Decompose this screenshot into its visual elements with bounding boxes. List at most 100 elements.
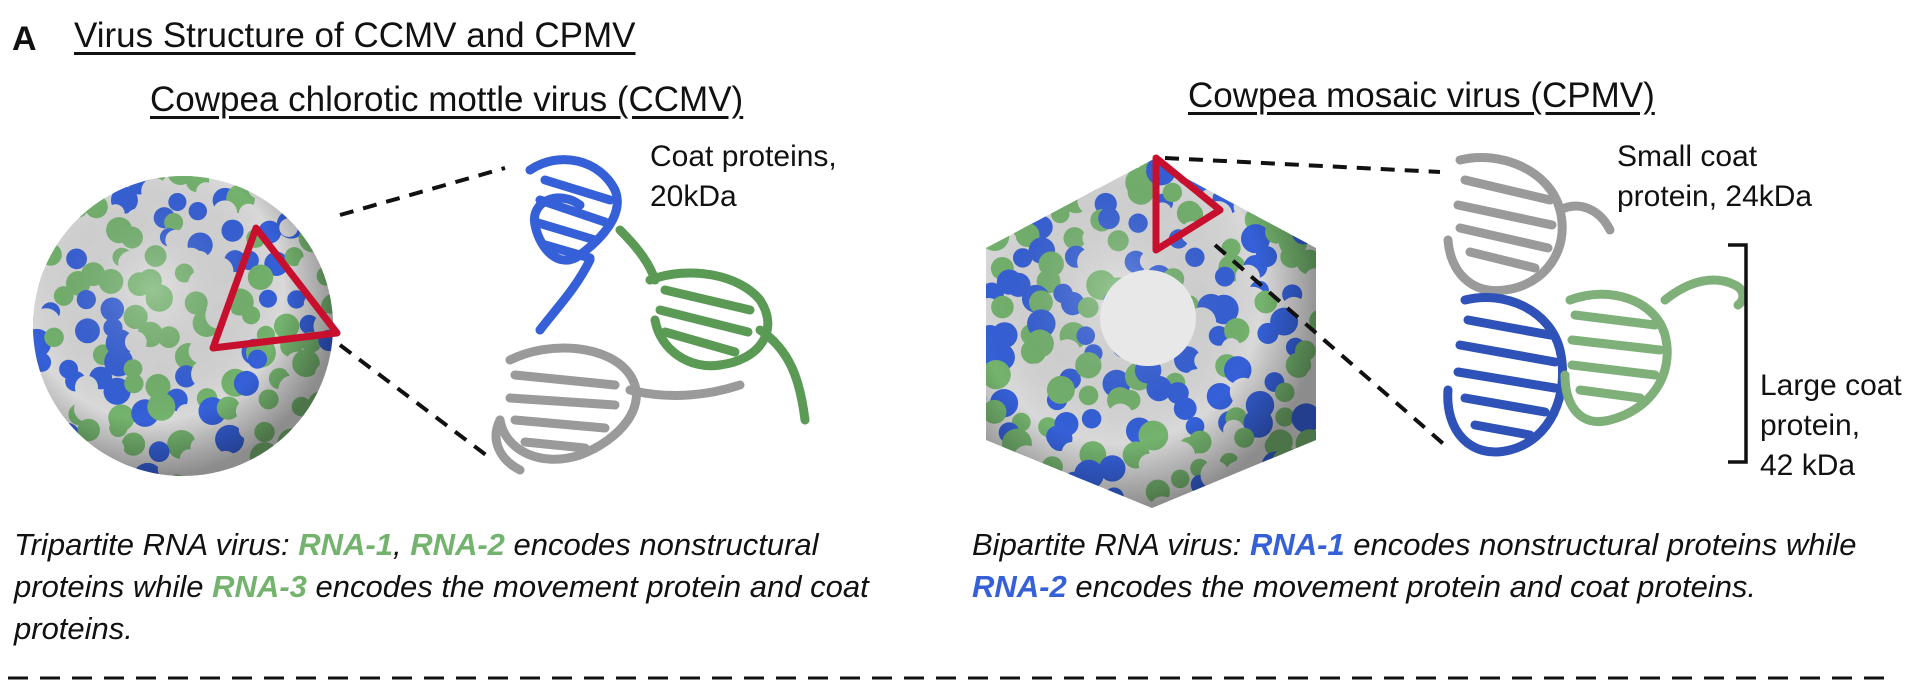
capsomer-blob [1300,448,1316,477]
capsomer-blob [1047,162,1067,182]
capsomer-blob [85,151,109,175]
capsomer-blob [1051,160,1074,181]
capsomer-blob [7,286,31,310]
capsomer-blob [1284,194,1304,214]
cpmv-caption: Bipartite RNA virus: RNA-1 encodes nonst… [972,524,1892,608]
capsomer-blob [1268,160,1297,184]
capsomer-blob [33,201,52,223]
cpmv-caption-part2: encodes nonstructural proteins while [1344,527,1857,562]
capsomer-blob [301,425,323,447]
capsomer-blob [295,176,319,178]
capsomer-blob [248,470,276,476]
capsomer-blob [324,211,333,238]
capsomer-blob [986,448,997,467]
cpmv-rna2: RNA-2 [972,569,1067,604]
capsomer-blob [310,467,333,476]
capsomer-blob [986,248,988,271]
ccmv-ribbon-grey [491,343,745,475]
capsomer-blob [1017,160,1047,164]
cpmv-title: Cowpea mosaic virus (CPMV) [1188,76,1655,115]
cpmv-zoom-line-bottom [1213,243,1449,449]
capsomer-blob [47,449,66,469]
cpmv-ribbon-large-blue [1443,292,1568,457]
capsomer-blob [1275,160,1305,162]
capsomer-blob [1037,475,1057,496]
capsomer-blob [313,176,333,183]
capsomer-blob [217,176,237,178]
capsomer-blob [1193,133,1220,160]
capsomer-blob [963,420,983,440]
capsomer-blob [1250,494,1275,508]
capsomer-blob [995,202,1017,224]
capsomer-blob [33,195,39,217]
capsomer-blob [253,176,277,191]
cpmv-small-protein-label-line1: Small coat [1617,140,1758,173]
capsomer-blob [33,412,60,440]
ccmv-caption-part1: Tripartite RNA virus: [14,527,299,562]
capsomer-blob [300,205,328,233]
capsomer-blob [90,463,117,476]
capsomer-blob [33,378,41,405]
capsomer-blob [1208,487,1227,506]
cpmv-ribbon-small-grey [1443,152,1615,296]
capsomer-blob [1035,139,1053,157]
ccmv-caption-part2: encodes nonstructural proteins while [14,527,819,604]
capsomer-blob [986,468,998,494]
ccmv-rna3: RNA-3 [212,569,307,604]
capsomer-blob [272,468,298,476]
ccmv-ribbon-green [615,225,810,425]
capsomer-blob [1249,477,1278,506]
capsomer-blob [37,187,61,212]
cpmv-asymmetric-unit-triangle [1152,154,1224,254]
capsomer-blob [1006,501,1027,508]
capsomer-blob [323,425,333,451]
capsomer-blob [986,365,989,389]
ccmv-protein-label-line2: 20kDa [650,180,737,213]
capsomer-blob [33,411,42,432]
capsomer-blob [209,473,237,476]
cpmv-small-protein-label: Small coat protein, 24kDa [1617,137,1812,217]
capsomer-blob [106,475,128,476]
ccmv-asymmetric-unit-triangle [209,224,341,352]
capsomer-blob [1281,503,1303,508]
capsomer-blob [107,176,132,177]
ccmv-ribbon-blue [525,155,622,335]
capsomer-blob [290,444,318,473]
cpmv-small-protein-label-line2: protein, 24kDa [1617,180,1813,213]
cpmv-zoom-line-top [1164,156,1441,174]
capsomer-blob [33,348,38,375]
capsomer-blob [1089,134,1113,158]
capsomer-blob [1251,190,1273,212]
capsomer-blob [1289,185,1316,215]
capsomer-blob [1232,484,1259,508]
capsomer-blob [986,221,990,250]
capsomer-blob [53,176,81,202]
capsomer-blob [986,388,987,410]
capsomer-blob [991,467,1014,491]
ccmv-rna1: RNA-1 [298,527,393,562]
capsomer-blob [1279,463,1308,492]
capsomer-blob [116,176,147,177]
capsomer-blob [1302,134,1322,154]
capsomer-blob [1023,188,1048,213]
capsomer-blob [278,452,305,476]
capsomer-blob [1006,162,1027,183]
ccmv-caption-part3: encodes the movement protein and coat pr… [14,569,869,646]
capsomer-blob [33,213,42,244]
ccmv-zoom-line-bottom [338,343,492,460]
cpmv-caption-part1: Bipartite RNA virus: [972,527,1250,562]
cpmv-coat-protein-ribbons [1443,152,1748,457]
cpmv-caption-part3: encodes the movement protein and coat pr… [1066,569,1757,604]
cpmv-large-protein-label-line1: Large coat [1760,369,1902,402]
cpmv-rna1: RNA-1 [1249,527,1345,562]
cpmv-large-protein-label-line3: 42 kDa [1760,449,1856,482]
ccmv-protein-label: Coat proteins, 20kDa [650,137,837,217]
capsomer-blob [986,178,997,206]
capsomer-blob [986,167,997,193]
capsomer-blob [280,176,308,183]
capsomer-blob [33,397,54,423]
capsomer-blob [322,185,333,214]
capsomer-blob [1239,160,1269,163]
capsomer-blob [63,176,85,180]
